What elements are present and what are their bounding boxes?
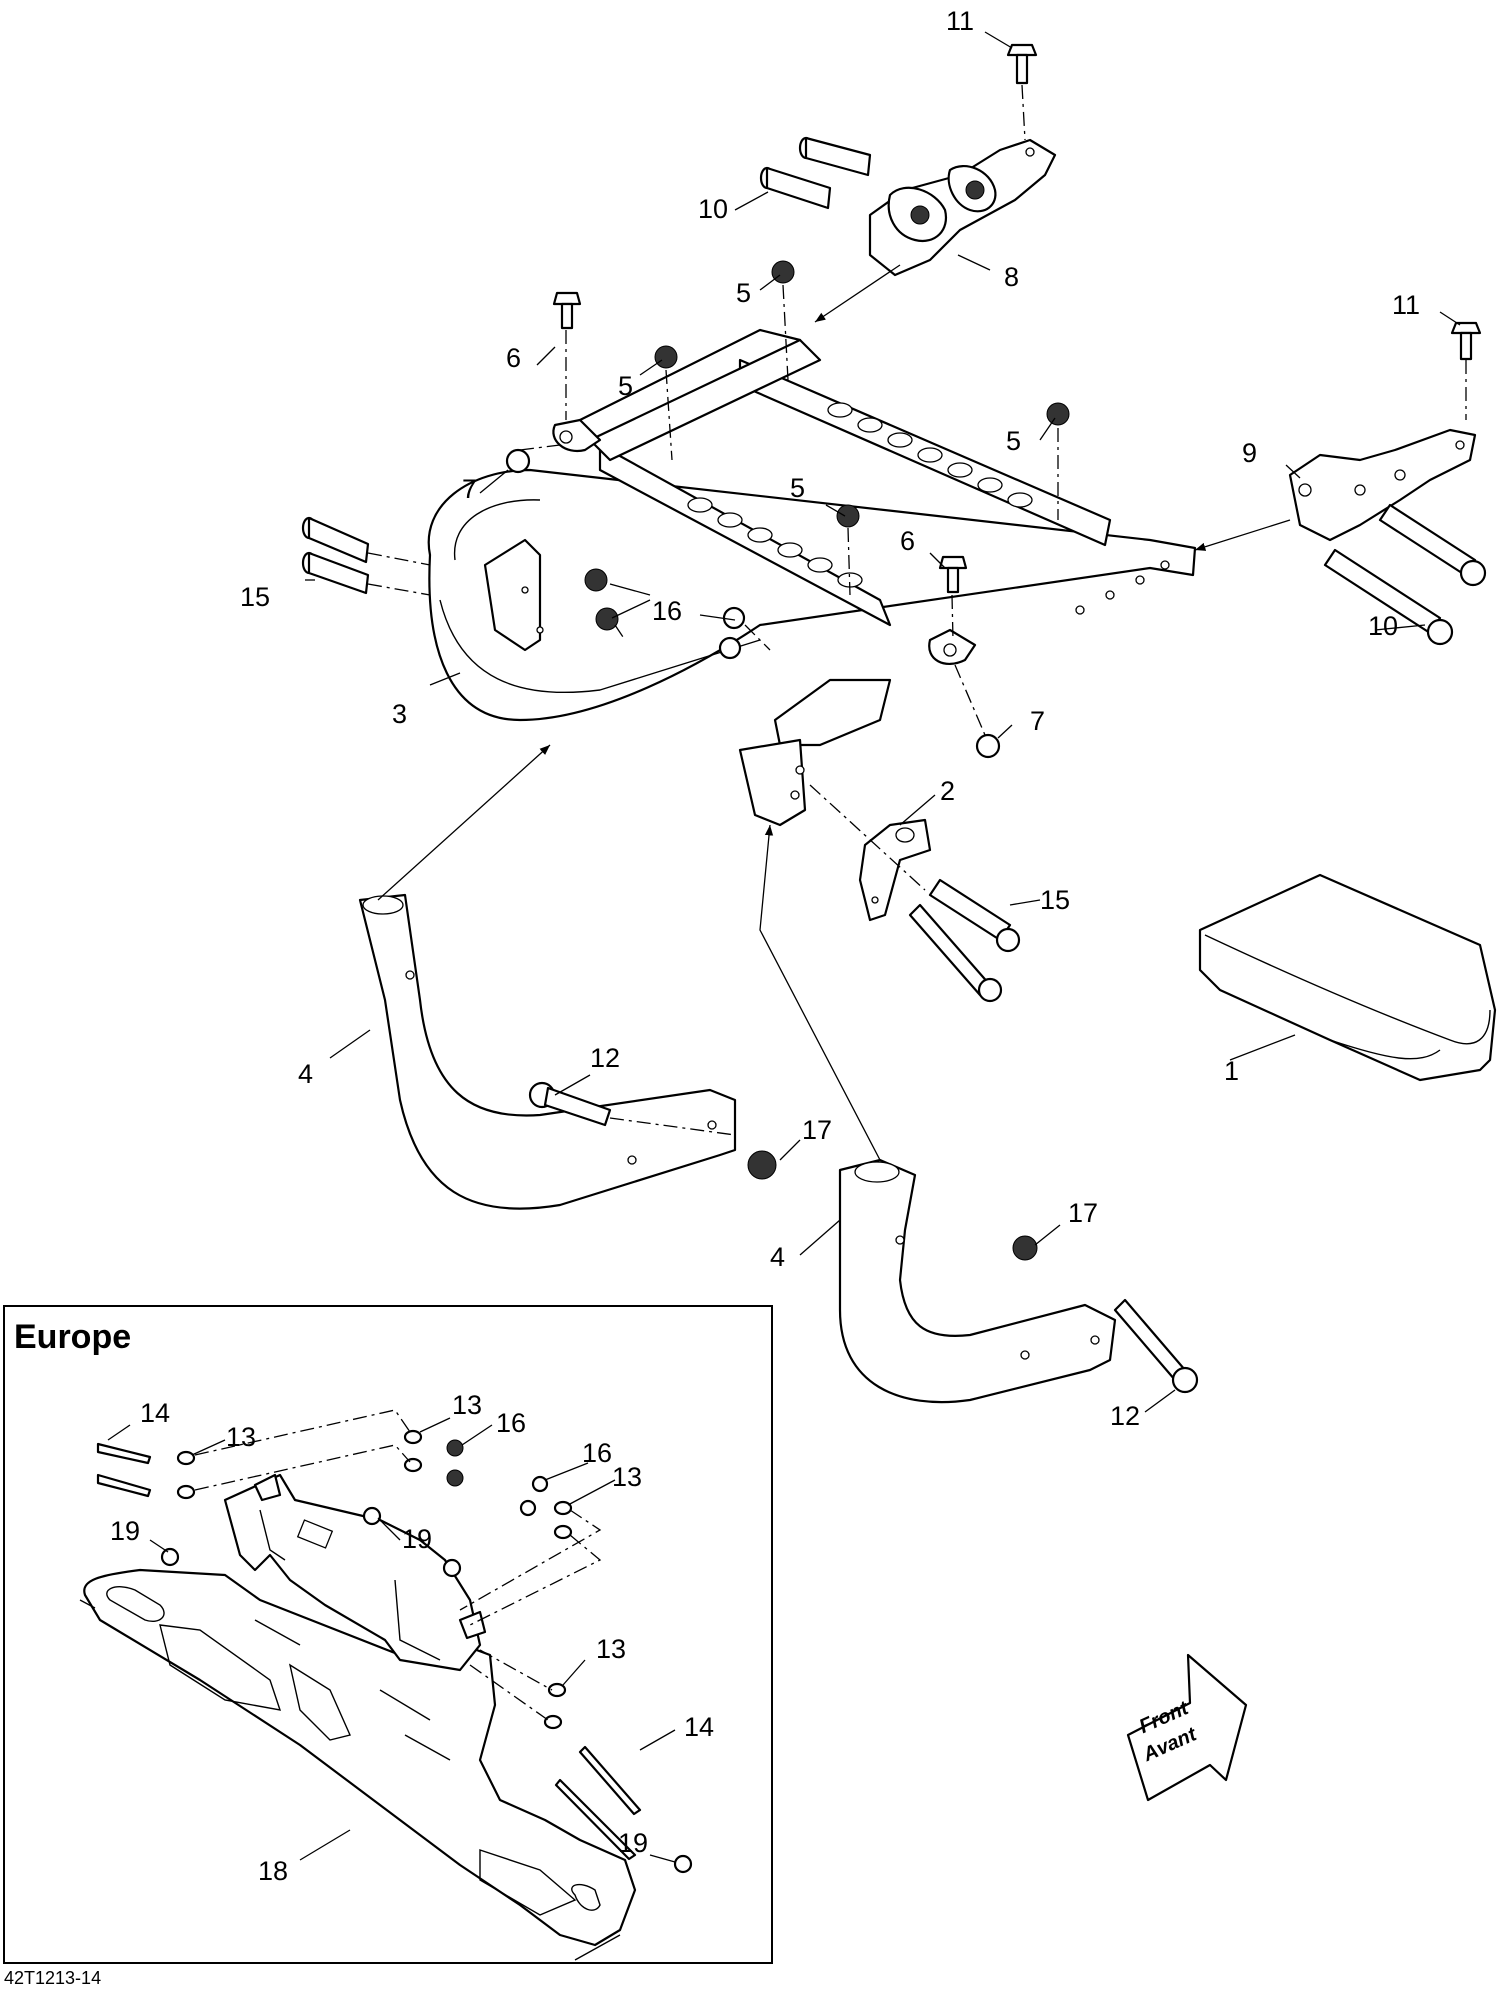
- callout-9: 9: [1242, 438, 1258, 468]
- callout-5-c: 5: [1006, 426, 1022, 456]
- cushion-part-1: [1198, 873, 1497, 1082]
- callout-18: 18: [258, 1856, 289, 1886]
- callout-1: 1: [1224, 1056, 1240, 1086]
- callout-17-left: 17: [802, 1115, 833, 1145]
- europe-inset-frame: [3, 1305, 773, 1964]
- callout-4-right: 4: [770, 1242, 786, 1272]
- callout-4-left: 4: [298, 1059, 314, 1089]
- callout-19-b: 19: [402, 1524, 433, 1554]
- callout-17-right: 17: [1068, 1198, 1099, 1228]
- callout-11-top: 11: [946, 6, 975, 36]
- callout-10-top: 10: [698, 194, 729, 224]
- callout-2: 2: [940, 776, 956, 806]
- fasteners: [301, 43, 1487, 1394]
- callout-6-b: 6: [900, 526, 916, 556]
- callout-14-b: 14: [684, 1712, 715, 1742]
- license-plate-bracket-part-18: [83, 1568, 637, 1947]
- europe-fasteners: [96, 1429, 693, 1874]
- callout-19-a: 19: [110, 1516, 141, 1546]
- leader-lines: [305, 31, 1467, 1413]
- callout-7-a: 7: [462, 474, 478, 504]
- callout-8: 8: [1004, 262, 1020, 292]
- callout-14-a: 14: [140, 1398, 171, 1428]
- europe-leader-lines: [79, 1409, 676, 1961]
- rail-holes-rear: [827, 402, 1033, 508]
- callout-11-right: 11: [1392, 290, 1421, 320]
- callout-5-b: 5: [618, 371, 634, 401]
- support-tube-right-part-4: [838, 1158, 1117, 1404]
- callout-10-right: 10: [1368, 611, 1399, 641]
- callout-16: 16: [652, 596, 683, 626]
- callout-12-right: 12: [1110, 1401, 1141, 1431]
- callout-12-left: 12: [590, 1043, 621, 1073]
- callout-15-left: 15: [240, 582, 271, 612]
- callout-19-c: 19: [618, 1828, 649, 1858]
- drawing-reference: 42T1213-14: [4, 1968, 102, 1988]
- callout-13-a: 13: [226, 1422, 257, 1452]
- callout-5-a: 5: [736, 278, 752, 308]
- callout-13-b: 13: [452, 1390, 483, 1420]
- europe-mount-bracket: [223, 1473, 487, 1672]
- callout-7-b: 7: [1030, 706, 1046, 736]
- front-arrow-icon: [1126, 1653, 1248, 1802]
- callout-15-right: 15: [1040, 885, 1071, 915]
- callout-13-d: 13: [596, 1634, 627, 1664]
- callout-13-c: 13: [612, 1462, 643, 1492]
- callout-16-b: 16: [582, 1438, 613, 1468]
- hinge-bracket-part-9: [1288, 428, 1477, 542]
- support-tube-left-part-4: [358, 893, 737, 1210]
- bracket-part-2: [858, 818, 932, 922]
- callout-5-d: 5: [790, 473, 806, 503]
- callout-3: 3: [392, 699, 408, 729]
- hinge-bracket-part-8: [868, 138, 1057, 277]
- europe-title: Europe: [14, 1318, 132, 1356]
- callout-16-a: 16: [496, 1408, 527, 1438]
- rail-holes-front: [687, 497, 863, 588]
- rack-frame-part-3: [427, 328, 1197, 827]
- callout-6-a: 6: [506, 343, 522, 373]
